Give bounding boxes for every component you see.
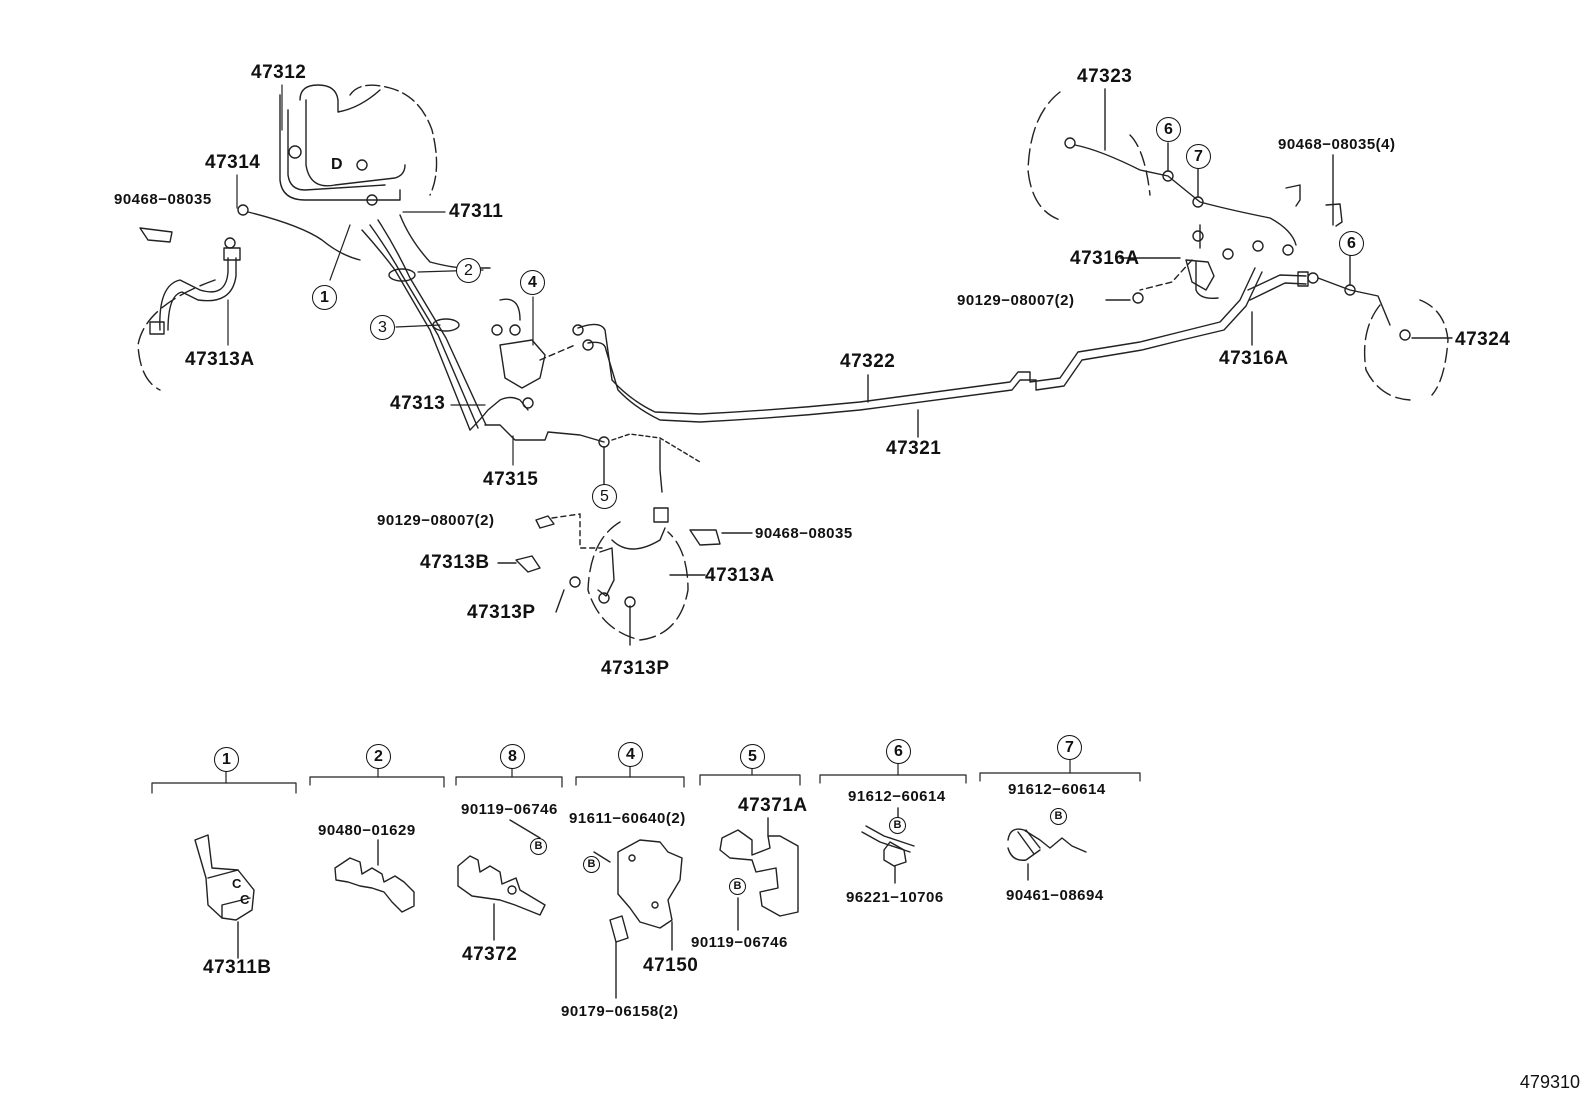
brake-line-bundle bbox=[247, 211, 605, 443]
part-label-47313A-center: 47313A bbox=[705, 565, 775, 586]
detail-8-clip bbox=[457, 819, 546, 941]
part-label-47315: 47315 bbox=[483, 469, 539, 490]
detail-ref-1: 1 bbox=[214, 747, 239, 772]
illustration-letter-c-1: C bbox=[232, 876, 242, 891]
detail-6-part-91612-60614: 91612−60614 bbox=[848, 788, 946, 805]
part-label-47321: 47321 bbox=[886, 438, 942, 459]
detail-4-part-90179-06158: 90179−06158(2) bbox=[561, 1003, 679, 1020]
part-label-47312: 47312 bbox=[251, 62, 307, 83]
callout-3: 3 bbox=[370, 315, 395, 340]
detail-8-part-47372: 47372 bbox=[462, 944, 518, 965]
detail-7-part-91612-60614: 91612−60614 bbox=[1008, 781, 1106, 798]
illustration-letter-c-2: C bbox=[240, 892, 250, 907]
part-label-47313A-left: 47313A bbox=[185, 349, 255, 370]
detail-5-part-47371A: 47371A bbox=[738, 795, 808, 816]
proportioning-valve bbox=[491, 298, 594, 389]
detail-ref-6: 6 bbox=[886, 739, 911, 764]
part-label-47314: 47314 bbox=[205, 152, 261, 173]
part-label-90129-08007-a: 90129−08007(2) bbox=[377, 512, 495, 529]
part-label-47323: 47323 bbox=[1077, 66, 1133, 87]
callout-4: 4 bbox=[520, 270, 545, 295]
detail-1-clip bbox=[194, 834, 255, 959]
detail-7-part-90461-08694: 90461−08694 bbox=[1006, 887, 1104, 904]
detail-2-part-90480-01629: 90480−01629 bbox=[318, 822, 416, 839]
detail-brackets bbox=[151, 759, 1141, 794]
callout-1: 1 bbox=[312, 285, 337, 310]
illustration-letter-d: D bbox=[331, 156, 343, 173]
callout-7: 7 bbox=[1186, 144, 1211, 169]
marker-b-detail-4: B bbox=[583, 856, 600, 873]
detail-4-part-47150: 47150 bbox=[643, 955, 699, 976]
marker-b-detail-5: B bbox=[729, 878, 746, 895]
marker-b-detail-7: B bbox=[1050, 808, 1067, 825]
right-side-assembly bbox=[1027, 88, 1453, 401]
part-label-47313P-a: 47313P bbox=[467, 602, 536, 623]
detail-7-clip bbox=[1007, 828, 1087, 881]
part-label-47316A-a: 47316A bbox=[1070, 248, 1140, 269]
callout-6-upper: 6 bbox=[1156, 117, 1181, 142]
detail-5-part-90119-06746: 90119−06746 bbox=[691, 934, 788, 951]
detail-ref-5: 5 bbox=[740, 744, 765, 769]
main-brake-line bbox=[577, 267, 1263, 438]
callout-6-lower: 6 bbox=[1339, 231, 1364, 256]
part-label-90468-08035-c: 90468−08035(4) bbox=[1278, 136, 1396, 153]
leader-lines-top-left bbox=[227, 84, 534, 466]
part-label-90468-08035-a: 90468−08035 bbox=[114, 191, 212, 208]
figure-id: 479310 bbox=[1519, 1072, 1580, 1092]
master-cylinder-drawing bbox=[279, 84, 438, 206]
detail-4-part-91611-60640: 91611−60640(2) bbox=[569, 810, 686, 827]
part-label-47316A-b: 47316A bbox=[1219, 348, 1289, 369]
part-label-47313P-b: 47313P bbox=[601, 658, 670, 679]
detail-5-bracket bbox=[719, 817, 799, 931]
detail-ref-8: 8 bbox=[500, 744, 525, 769]
part-label-47324: 47324 bbox=[1455, 329, 1511, 350]
part-label-47311: 47311 bbox=[449, 201, 504, 222]
detail-2-clip bbox=[334, 839, 415, 913]
callout-2: 2 bbox=[456, 258, 481, 283]
part-label-47313: 47313 bbox=[390, 393, 446, 414]
detail-6-clip bbox=[861, 807, 915, 884]
part-label-90129-08007-b: 90129−08007(2) bbox=[957, 292, 1075, 309]
part-label-90468-08035-b: 90468−08035 bbox=[755, 525, 853, 542]
detail-1-part-47311B: 47311B bbox=[203, 957, 272, 978]
detail-ref-7: 7 bbox=[1057, 735, 1082, 760]
detail-6-part-96221-10706: 96221−10706 bbox=[846, 889, 944, 906]
part-label-47322: 47322 bbox=[840, 351, 896, 372]
detail-8-part-90119-06746: 90119−06746 bbox=[461, 801, 558, 818]
left-brake-drum bbox=[137, 204, 249, 391]
marker-b-detail-6: B bbox=[889, 817, 906, 834]
marker-b-detail-8: B bbox=[530, 838, 547, 855]
part-label-47313B: 47313B bbox=[420, 552, 490, 573]
detail-4-valve bbox=[593, 839, 683, 999]
detail-ref-2: 2 bbox=[366, 744, 391, 769]
detail-ref-4: 4 bbox=[618, 742, 643, 767]
center-brake-drum bbox=[497, 433, 753, 646]
callout-5: 5 bbox=[592, 484, 617, 509]
